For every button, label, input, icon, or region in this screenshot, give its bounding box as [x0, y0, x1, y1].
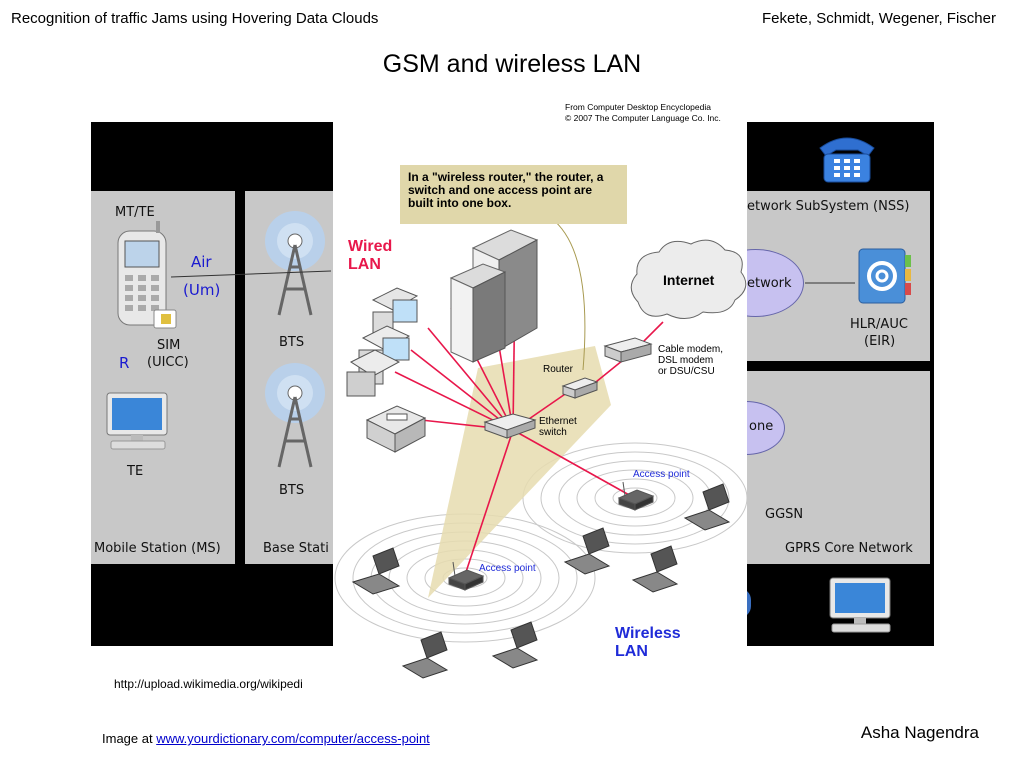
air-interface-line [171, 270, 331, 278]
uicc-label: (UICC) [147, 355, 189, 370]
mobile-phone-icon [117, 221, 167, 326]
wireless-lan-line-1: Wireless [615, 625, 681, 642]
te-label: TE [127, 464, 144, 479]
router-cone [428, 346, 611, 598]
sim-label: SIM [157, 338, 181, 353]
one-label: one [749, 419, 774, 434]
nss-panel: etwork SubSystem (NSS) etwork HLR/AUC (E… [707, 191, 930, 361]
mt-te-label: MT/TE [115, 205, 155, 220]
eir-label: (EIR) [864, 334, 896, 349]
connector-line [805, 282, 855, 284]
cable-modem-label: Cable modem, DSL modem or DSU/CSU [658, 344, 723, 377]
hlr-label: HLR/AUC [850, 317, 908, 332]
internet-cloud-icon [630, 239, 747, 319]
header-left: Recognition of traffic Jams using Hoveri… [11, 10, 379, 27]
gsm-source-url: http://upload.wikimedia.org/wikipedi [114, 677, 303, 691]
cable-modem-line-1: Cable modem, [658, 344, 724, 355]
wlan-drawing [334, 217, 747, 679]
nss-label: etwork SubSystem (NSS) [747, 199, 910, 214]
um-label: (Um) [183, 281, 221, 299]
credit-line-2: © 2007 The Computer Language Co. Inc. [565, 113, 721, 123]
mobile-station-label: Mobile Station (MS) [94, 541, 221, 556]
network-label: etwork [747, 276, 792, 291]
wired-lan-label: Wired LAN [348, 238, 392, 274]
gprs-panel: one GGSN GPRS Core Network [707, 371, 930, 564]
address-book-icon [858, 248, 911, 304]
mobile-station-panel: MT/TE Air (Um) SIM (UICC) R TE Mobile St… [91, 191, 235, 564]
bts-tower-icon [265, 211, 325, 316]
wired-lan-line-2: LAN [348, 256, 381, 273]
router-label: Router [543, 364, 574, 375]
r-label: R [119, 354, 130, 372]
access-point-label-2: Access point [479, 563, 536, 574]
ggsn-label: GGSN [765, 507, 804, 522]
image-caption: Image at www.yourdictionary.com/computer… [102, 731, 430, 746]
bts-label-1: BTS [279, 335, 305, 350]
server-icon [449, 229, 539, 363]
credit-line-1: From Computer Desktop Encyclopedia [565, 102, 711, 112]
cable-modem-line-2: DSL modem [658, 355, 714, 366]
telephone-icon [819, 137, 875, 183]
wireless-lan-label: Wireless LAN [615, 625, 681, 661]
router-icon [561, 377, 599, 399]
server-monitor-icon [829, 577, 891, 633]
air-label: Air [191, 253, 212, 271]
wireless-router-note: In a "wireless router," the router, a sw… [400, 165, 627, 224]
access-point-icon [617, 481, 655, 511]
wired-lan-line-1: Wired [348, 238, 393, 255]
slide-title: GSM and wireless LAN [382, 50, 642, 78]
caption-prefix: Image at [102, 731, 157, 746]
image-credit: From Computer Desktop Encyclopedia © 200… [565, 102, 721, 124]
bts-tower-icon [265, 363, 325, 468]
workstation-icon [346, 287, 419, 397]
ethernet-switch-line-2: switch [539, 427, 567, 438]
terminal-monitor-icon [106, 392, 168, 450]
ethernet-switch-line-1: Ethernet [539, 416, 577, 427]
printer-icon [365, 405, 427, 453]
internet-label: Internet [663, 272, 715, 288]
bts-label-2: BTS [279, 483, 305, 498]
gprs-label: GPRS Core Network [785, 541, 913, 556]
header-right: Fekete, Schmidt, Wegener, Fischer [762, 10, 996, 27]
ethernet-switch-icon [483, 413, 537, 439]
ethernet-switch-label: Ethernet switch [539, 416, 577, 438]
caption-link[interactable]: www.yourdictionary.com/computer/access-p… [156, 731, 430, 746]
cable-modem-line-3: or DSU/CSU [658, 366, 715, 377]
cable-modem-icon [603, 337, 653, 363]
callout-curve [550, 217, 586, 371]
wireless-lan-diagram: Wired LAN Internet Cable modem, DSL mode… [333, 100, 747, 688]
base-station-label: Base Stati [263, 541, 329, 556]
author-name: Asha Nagendra [860, 723, 979, 742]
wireless-lan-line-2: LAN [615, 643, 648, 660]
sim-card-icon [153, 309, 177, 329]
access-point-icon [447, 561, 485, 591]
laptop-icon [351, 483, 731, 679]
access-point-label-1: Access point [633, 469, 690, 480]
base-station-panel: BTS BTS Base Stati [245, 191, 345, 564]
